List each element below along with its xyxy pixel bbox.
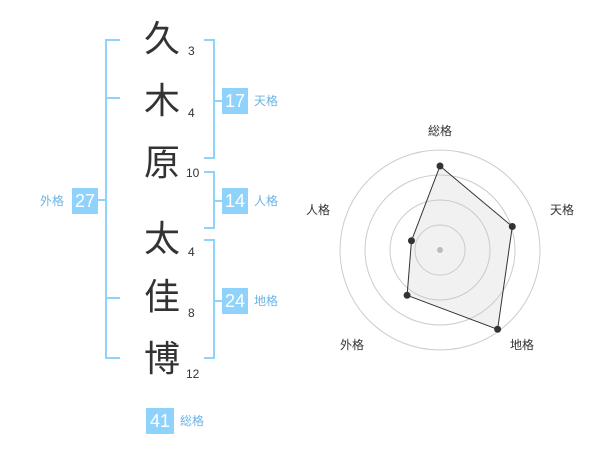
radar-label-gaikaku: 外格 <box>340 338 365 352</box>
radar-label-tenkaku: 天格 <box>550 203 575 217</box>
tenkaku-value: 17 <box>222 88 248 114</box>
radar-label-jinkaku: 人格 <box>306 203 331 217</box>
radar-area <box>406 165 513 330</box>
radar-point-3 <box>494 325 502 333</box>
radar-label-soukaku: 総格 <box>428 124 453 138</box>
surname-char-1: 久 <box>143 19 180 60</box>
gaikaku-value: 27 <box>72 188 98 214</box>
radar-rings <box>339 149 541 351</box>
radar-ring-3 <box>364 174 516 326</box>
radar-ring-2 <box>389 199 491 301</box>
radar-ring-1 <box>414 224 466 276</box>
radar-point-2 <box>508 223 516 231</box>
radar-points <box>403 162 516 333</box>
radar-chart <box>339 149 541 351</box>
brackets <box>97 39 222 359</box>
given-char-3: 博 <box>143 339 180 380</box>
surname-char-3: 原 <box>143 143 180 184</box>
given-strokes-3: 12 <box>186 367 200 381</box>
radar-point-1 <box>436 162 444 170</box>
gaikaku-label: 外格 <box>40 194 65 208</box>
jinkaku-value: 14 <box>222 188 248 214</box>
given-char-1: 太 <box>143 219 180 260</box>
chikaku-value: 24 <box>222 288 248 314</box>
surname-strokes-2: 4 <box>188 106 195 120</box>
radar-point-5 <box>407 237 415 245</box>
surname-char-2: 木 <box>143 81 180 122</box>
soukaku-label: 総格 <box>180 414 205 428</box>
gaikaku-bracket <box>105 39 120 359</box>
radar-label-chikaku: 地格 <box>510 338 535 352</box>
given-strokes-2: 8 <box>188 306 195 320</box>
given-strokes-1: 4 <box>188 245 195 259</box>
chikaku-bracket <box>204 239 215 359</box>
surname-strokes-3: 10 <box>186 166 200 180</box>
radar-ring-4 <box>339 149 541 351</box>
surname-strokes-1: 3 <box>188 44 195 58</box>
given-char-2: 佳 <box>143 277 180 318</box>
jinkaku-label: 人格 <box>254 194 279 208</box>
radar-point-4 <box>403 291 411 299</box>
tenkaku-label: 天格 <box>254 94 279 108</box>
chikaku-label: 地格 <box>254 294 279 308</box>
soukaku-value: 41 <box>146 408 174 434</box>
tenkaku-bracket <box>204 39 215 159</box>
jinkaku-bracket <box>204 171 215 229</box>
radar-center <box>437 247 443 253</box>
